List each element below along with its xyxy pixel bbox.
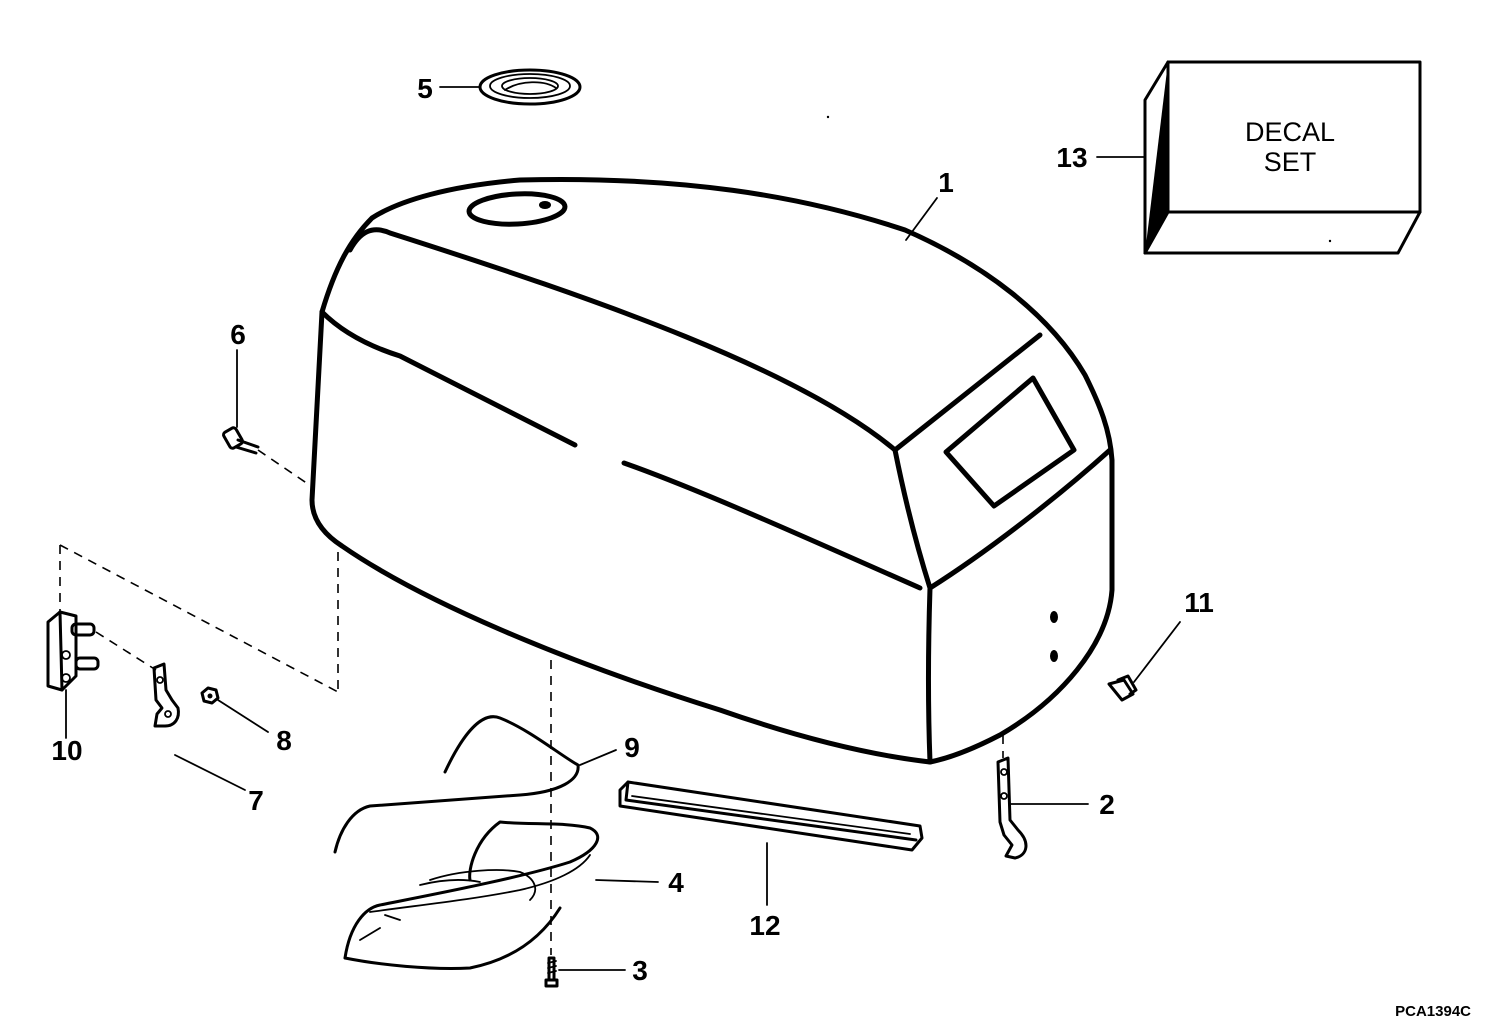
callout-1: 1 (938, 167, 954, 198)
callout-leaders (65, 86, 1181, 971)
bracket-10-part (46, 610, 100, 692)
callout-5: 5 (417, 73, 433, 104)
callout-9: 9 (624, 732, 640, 763)
chafe-guard-4-part (343, 820, 600, 970)
callout-3: 3 (632, 955, 648, 986)
latch-2-part (996, 756, 1028, 860)
decal-label-line2: SET (1264, 147, 1317, 177)
latch-7-part (152, 662, 180, 728)
print-specks (826, 115, 1332, 243)
callout-11: 11 (1184, 587, 1214, 618)
callout-4: 4 (668, 867, 684, 898)
callout-12: 12 (749, 910, 780, 941)
callout-13: 13 (1056, 142, 1087, 173)
callout-10: 10 (51, 735, 82, 766)
assembly-lines (59, 449, 1004, 955)
callout-6: 6 (230, 319, 246, 350)
seal-strip-12-part (618, 780, 924, 852)
screw-11-part (1107, 674, 1138, 702)
decal-label-line1: DECAL (1245, 117, 1335, 147)
figure-code: PCA1394C (1395, 1003, 1471, 1020)
callout-8: 8 (276, 725, 292, 756)
cable-9-part (333, 715, 580, 854)
callout-numbers: 1 2 3 4 5 6 7 8 9 10 11 12 13 (51, 73, 1213, 986)
nut-8-part (200, 686, 220, 705)
decal-set-box: DECAL SET (1143, 60, 1422, 255)
engine-cover-part (309, 176, 1115, 765)
cover-badge-part (478, 68, 582, 106)
screw-6-part (222, 426, 260, 455)
screw-3-part (544, 956, 559, 988)
callout-7: 7 (248, 785, 264, 816)
callout-2: 2 (1099, 789, 1115, 820)
